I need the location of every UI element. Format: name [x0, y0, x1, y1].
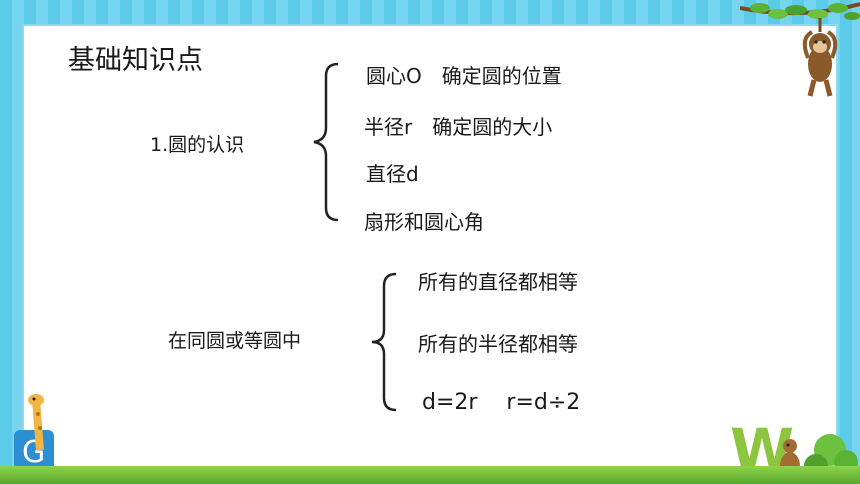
section1-item-diameter: 直径d [366, 162, 419, 186]
section1-item-sector: 扇形和圆心角 [364, 210, 484, 234]
section2-item-radius-equal: 所有的半径都相等 [418, 332, 578, 356]
page-title: 基础知识点 [68, 45, 203, 76]
brace-section1 [313, 62, 339, 222]
section1-item-center: 圆心O 确定圆的位置 [366, 64, 562, 88]
section2-label: 在同圆或等圆中 [168, 330, 302, 352]
section2-item-formula: d=2r r=d÷2 [422, 390, 581, 415]
section2-item-diameter-equal: 所有的直径都相等 [418, 270, 578, 294]
brace-section2 [371, 272, 397, 412]
leaves-icon [740, 2, 860, 20]
section1-item-radius: 半径r 确定圆的大小 [364, 115, 553, 139]
monkey-icon [802, 18, 838, 97]
grass-strip [0, 466, 860, 484]
giraffe-icon: G [5, 394, 54, 484]
section1-label: 1.圆的认识 [150, 134, 245, 156]
content-panel [22, 24, 838, 470]
